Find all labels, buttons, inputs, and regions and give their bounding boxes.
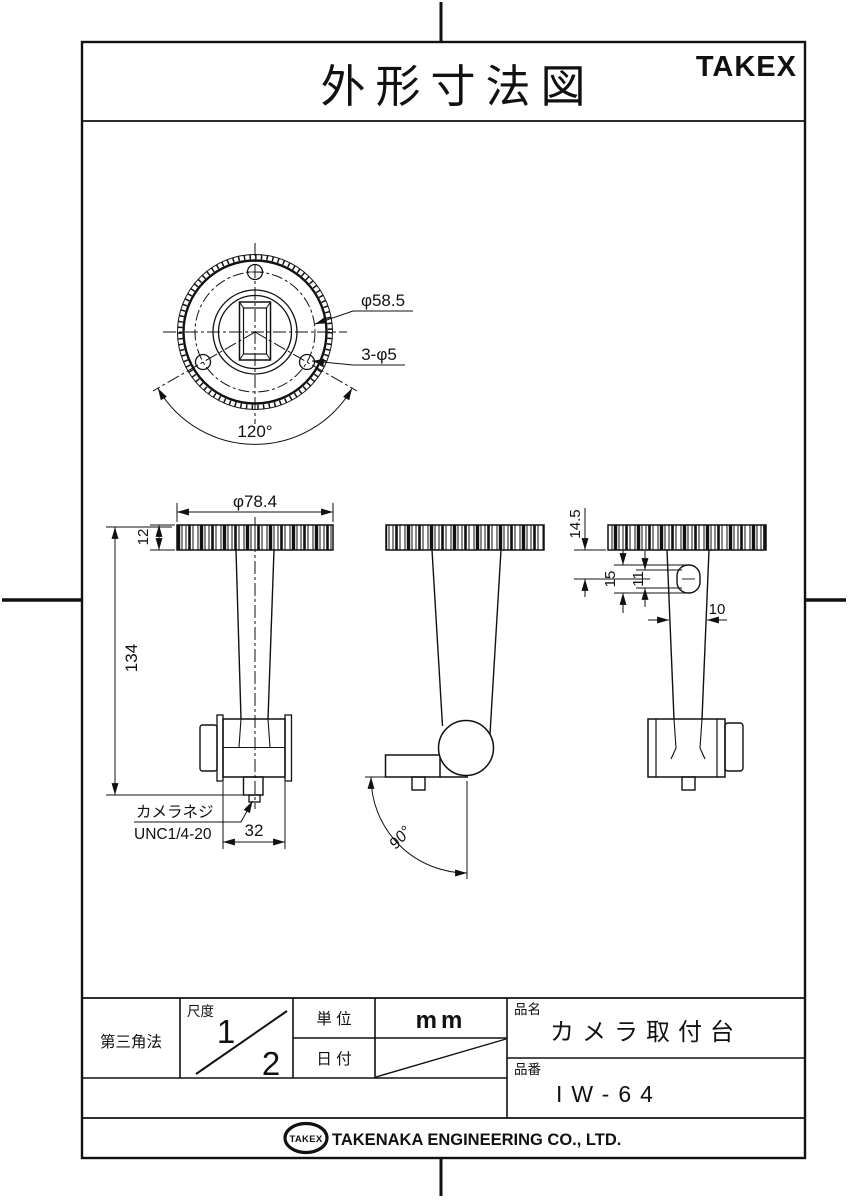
dim-angle-120: 120°	[237, 422, 272, 441]
product-name-label: 品名	[514, 1002, 541, 1017]
tab-rear	[681, 776, 696, 791]
front-view: φ78.4 12 134 32 カメラネジ UNC1/4-20	[106, 492, 334, 849]
camera-screw-tip	[248, 794, 261, 803]
dim-disc-to-slot: 14.5	[567, 509, 584, 538]
part-number-label: 品番	[514, 1062, 542, 1077]
dim-clamp-width: 32	[245, 821, 264, 840]
leader-pitch-circle	[314, 310, 413, 325]
title-block: 第三角法 尺度 1 2 単 位 mm 日 付 品名 カメラ取付台 品番 IW-6…	[82, 997, 805, 1119]
unit-label: 単 位	[316, 1010, 351, 1028]
projection-method: 第三角法	[100, 1033, 162, 1051]
takex-badge-text: TAKEX	[290, 1134, 323, 1145]
screw-boss	[242, 776, 264, 796]
screw-note-thread: UNC1/4-20	[134, 826, 212, 843]
part-number: IW-64	[556, 1081, 662, 1107]
date-label: 日 付	[316, 1050, 351, 1068]
ball-joint	[437, 719, 495, 777]
mount-hole-left	[194, 353, 212, 371]
screw-note-jp: カメラネジ	[136, 803, 214, 821]
dim-disc-diameter: φ78.4	[233, 492, 277, 511]
date-blank-slash	[375, 1038, 507, 1078]
dim-slot-inner: 11	[630, 571, 647, 587]
product-name: カメラ取付台	[550, 1019, 742, 1046]
top-view: φ58.5 3-φ5 120°	[152, 243, 413, 445]
scale-label: 尺度	[187, 1004, 214, 1019]
stem-slot	[676, 564, 701, 594]
angle-arc-90	[367, 776, 468, 877]
takex-badge	[283, 1121, 329, 1155]
angle-arc-120	[157, 387, 353, 445]
knurled-disc-rear	[607, 524, 767, 551]
page-title: 外形寸法図	[320, 61, 595, 112]
scale-denominator: 2	[262, 1045, 280, 1082]
clamp-knob	[199, 724, 218, 772]
dim-tilt-angle: 90°	[386, 823, 415, 853]
rear-view: 14.5 15 11 10	[567, 508, 767, 791]
brand-logo: TAKEX	[696, 51, 797, 83]
drawing-border	[80, 40, 807, 1160]
leader-holes	[311, 358, 405, 366]
dim-slot-length: 15	[602, 571, 619, 588]
company-name: TAKENAKA ENGINEERING CO., LTD.	[332, 1131, 621, 1149]
unit-value: mm	[416, 1007, 467, 1034]
screw-note-leader	[134, 800, 253, 823]
knurled-disc-side	[385, 524, 545, 551]
dim-stem-width: 10	[709, 601, 726, 618]
dim-holes: 3-φ5	[361, 345, 397, 364]
scale-numerator: 1	[217, 1013, 235, 1050]
side-view: 90°	[365, 524, 545, 879]
dim-pitch-circle: φ58.5	[361, 291, 405, 310]
clamp-body-rear	[647, 718, 726, 778]
scale-slash	[195, 1010, 288, 1075]
clamp-knob-rear	[724, 722, 744, 772]
dim-overall-height: 134	[122, 644, 141, 672]
bracket	[384, 754, 441, 778]
dim-disc-thickness: 12	[135, 529, 152, 546]
bracket-tab	[411, 776, 426, 791]
footer: TAKEX TAKENAKA ENGINEERING CO., LTD.	[283, 1121, 621, 1155]
